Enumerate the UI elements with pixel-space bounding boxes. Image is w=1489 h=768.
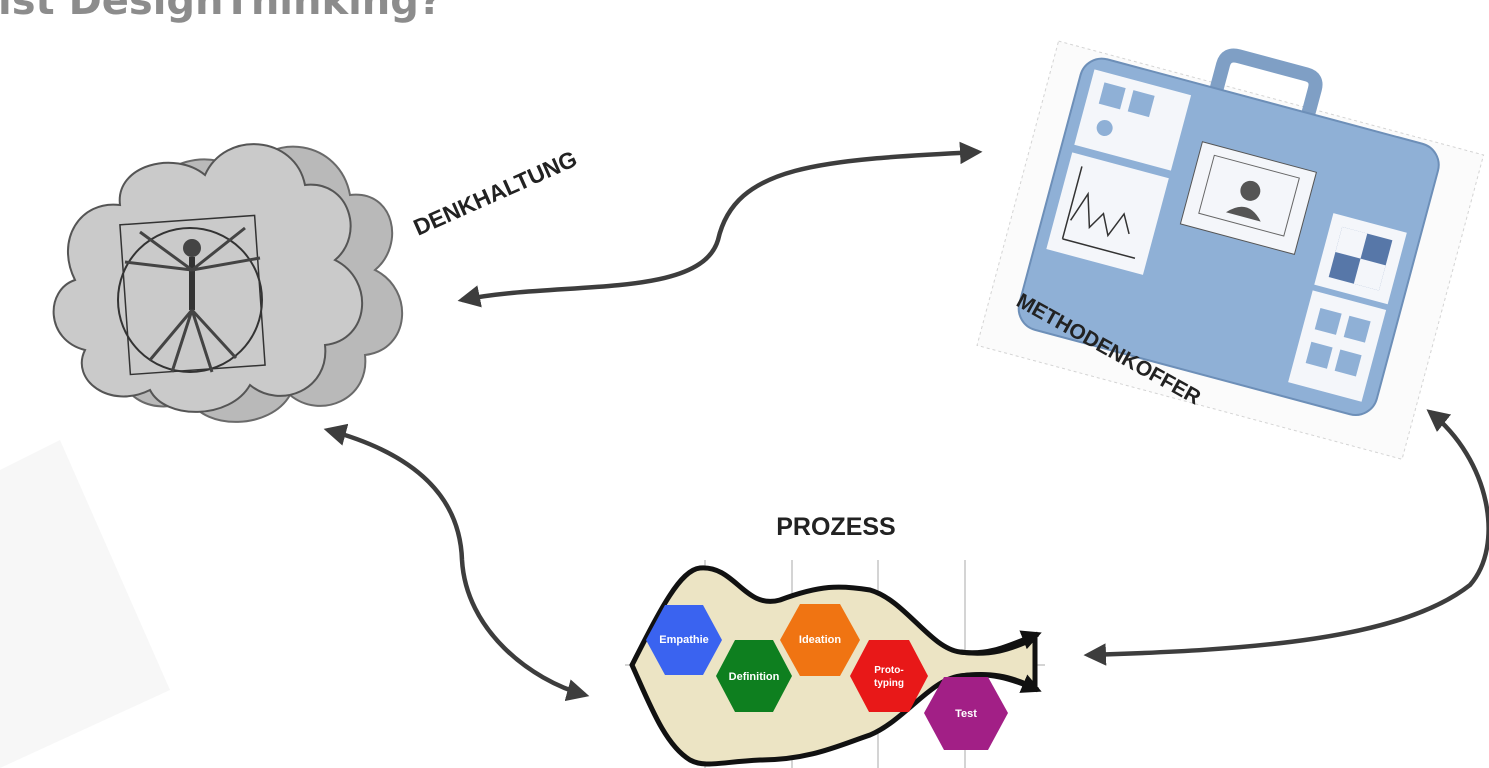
arrow-mindset-process	[323, 423, 590, 702]
arrow-mindset-toolkit	[457, 141, 983, 308]
arrow-process-toolkit	[1083, 409, 1489, 666]
avatar-icon	[1225, 180, 1261, 222]
process-diagram: Empathie Definition Ideation Proto- typi…	[625, 560, 1045, 768]
step-empathy: Empathie	[659, 634, 709, 646]
cloud-icon	[52, 143, 404, 423]
page-title: ist DesignThinking?	[0, 0, 443, 24]
label-prozess: PROZESS	[776, 513, 895, 541]
step-test: Test	[955, 708, 977, 720]
step-definition: Definition	[729, 671, 780, 683]
label-denkhaltung: DENKHALTUNG	[409, 145, 580, 240]
chart-icon	[1061, 166, 1136, 259]
suitcase-icon	[976, 40, 1485, 460]
step-ideation: Ideation	[799, 634, 841, 646]
vitruvian-man-icon	[117, 214, 266, 376]
step-prototyping-line1: Proto-	[874, 665, 903, 676]
step-prototyping-line2: typing	[874, 678, 904, 689]
